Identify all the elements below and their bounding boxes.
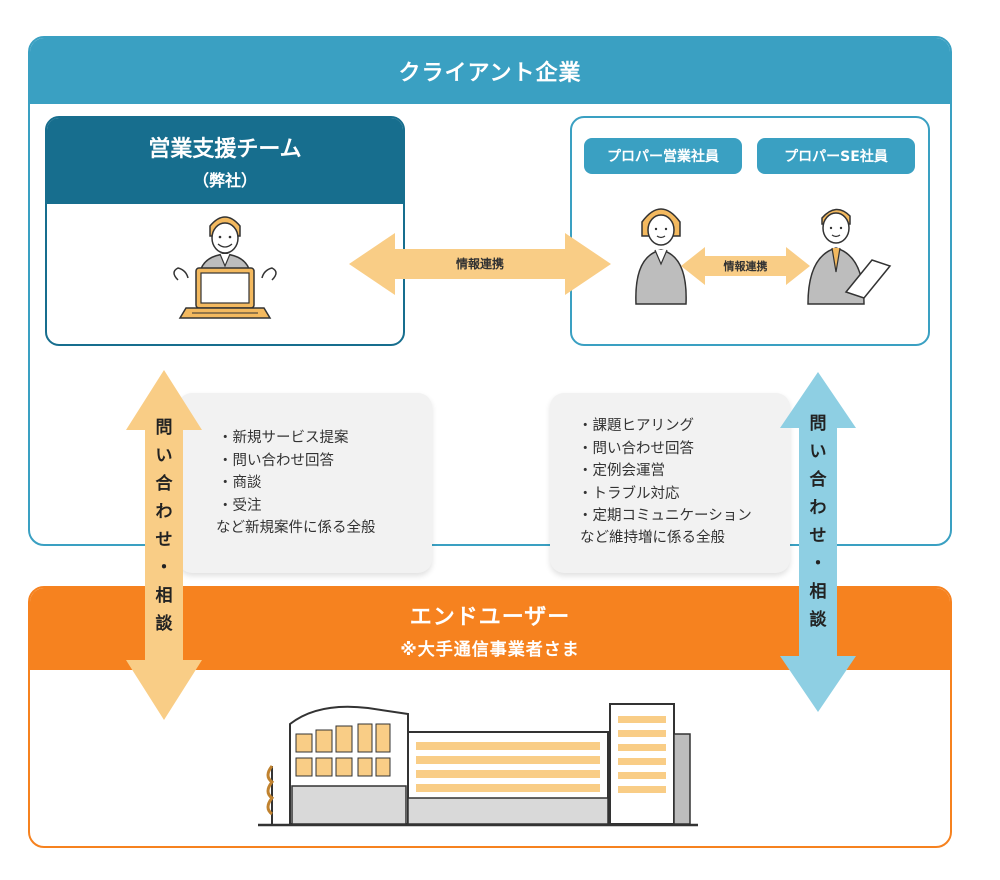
list-item: ・商談 [218,475,262,491]
support-team-header: 営業支援チーム （弊社） [47,118,403,204]
support-team-title: 営業支援チーム [148,137,302,162]
new-business-card: ・新規サービス提案 ・問い合わせ回答 ・商談 ・受注 など新規案件に係る全般 [178,393,432,573]
proper-se-label: プロパーSE社員 [757,138,915,174]
proper-sales-label: プロパー営業社員 [584,138,742,174]
right-inquiry-arrow [780,372,856,712]
left-inquiry-arrow [126,370,202,720]
left-inquiry-label: 問 い 合 わ せ ・ 相 談 [155,418,173,634]
right-inquiry-label: 問 い 合 わ せ ・ 相 談 [809,414,827,630]
inner-exchange-label: 情報連携 [723,260,768,273]
list-item: ・新規サービス提案 [218,430,349,446]
list-item: ・受注 [218,497,262,514]
support-team-subtitle: （弊社） [192,171,257,190]
new-business-summary: など新規案件に係る全般 [216,520,376,536]
client-company-title: クライアント企業 [30,38,950,104]
list-item: ・問い合わせ回答 [578,440,694,457]
end-user-title: エンドユーザー [409,604,571,630]
info-exchange-label: 情報連携 [455,257,504,271]
retention-summary: など維持増に係る全般 [580,530,725,546]
info-exchange-arrow [349,233,611,295]
list-item: ・問い合わせ回答 [218,452,334,469]
office-building-icon [258,703,698,827]
support-staff-laptop-icon [173,216,277,319]
retention-card: ・課題ヒアリング ・問い合わせ回答 ・定例会運営 ・トラブル対応 ・定期コミュニ… [550,393,790,573]
list-item: ・トラブル対応 [578,485,680,502]
end-user-note: ※大手通信事業者さま [400,639,580,660]
new-business-list: ・新規サービス提案 ・問い合わせ回答 ・商談 ・受注 [218,427,349,517]
retention-list: ・課題ヒアリング ・問い合わせ回答 ・定例会運営 ・トラブル対応 ・定期コミュニ… [578,415,752,528]
list-item: ・課題ヒアリング [578,418,694,434]
list-item: ・定期コミュニケーション [578,508,752,524]
inner-exchange-arrow [681,247,810,285]
se-staff-icon [807,208,892,305]
list-item: ・定例会運営 [578,463,665,479]
sales-staff-icon [635,208,687,305]
